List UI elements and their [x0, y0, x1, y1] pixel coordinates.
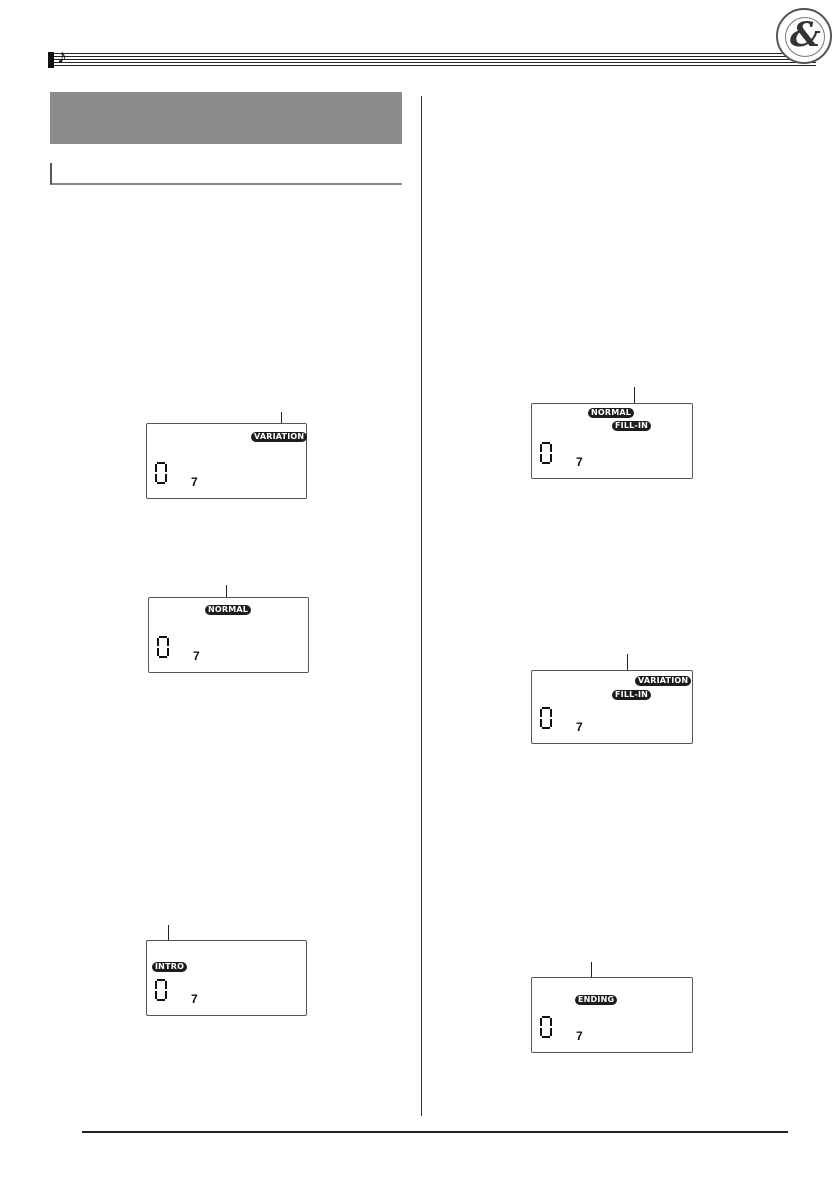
segment-digit-icon [540, 707, 552, 729]
lcd-display-ending: ENDING 7 [531, 977, 693, 1053]
column-divider [421, 96, 422, 1116]
treble-clef-logo-icon: & [776, 8, 832, 64]
lcd-number: 7 [191, 475, 198, 489]
lcd-display-variation-fill-in: VARIATION FILL-IN 7 [531, 670, 693, 744]
lcd-number: 7 [191, 992, 198, 1006]
indicator-variation: VARIATION [635, 676, 692, 686]
subsection-heading [50, 163, 402, 185]
indicator-normal: NORMAL [205, 605, 252, 615]
indicator-variation: VARIATION [251, 432, 308, 442]
lcd-display-intro: INTRO 7 [146, 940, 307, 1016]
footer-rule [82, 1131, 788, 1133]
indicator-leader [281, 412, 282, 431]
segment-digit-icon [540, 1016, 552, 1038]
indicator-fill-in: FILL-IN [612, 421, 652, 431]
music-note-icon: ♪ [57, 46, 67, 68]
indicator-leader [226, 585, 227, 606]
segment-digit-icon [155, 979, 167, 1001]
lcd-number: 7 [193, 649, 200, 663]
indicator-intro: INTRO [152, 962, 188, 972]
indicator-normal: NORMAL [588, 408, 635, 418]
staff-bar-icon [48, 52, 54, 68]
lcd-number: 7 [576, 455, 583, 469]
lcd-number: 7 [576, 1029, 583, 1043]
lcd-display-variation: VARIATION 7 [146, 423, 308, 499]
lcd-display-normal: NORMAL 7 [148, 597, 309, 673]
segment-digit-icon [155, 462, 167, 484]
section-heading-bar [50, 92, 402, 144]
lcd-display-normal-fill-in: NORMAL FILL-IN 7 [531, 403, 693, 479]
lcd-number: 7 [576, 720, 583, 734]
segment-digit-icon [157, 636, 169, 658]
header-staff [50, 53, 816, 66]
segment-digit-icon [540, 442, 552, 464]
indicator-ending: ENDING [575, 995, 618, 1005]
indicator-fill-in: FILL-IN [612, 690, 652, 700]
